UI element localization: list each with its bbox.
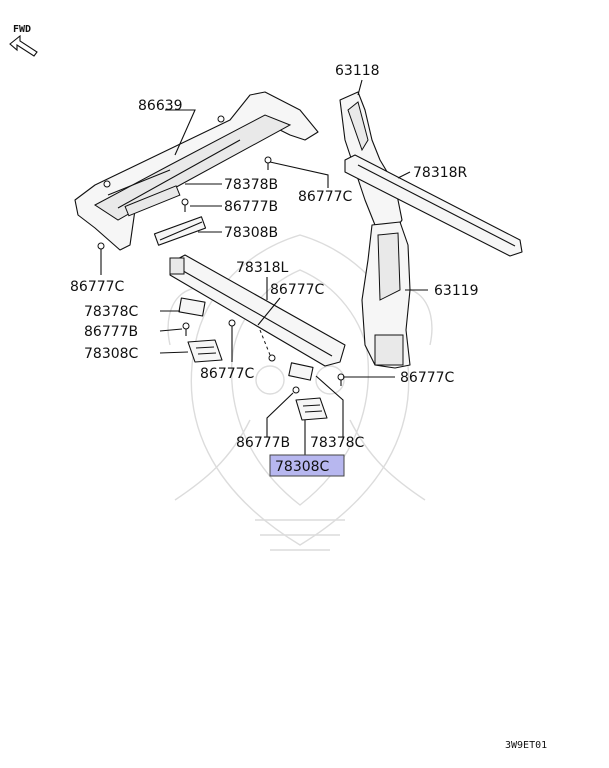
part-78318r-bar — [344, 154, 523, 257]
leader-lines — [100, 79, 428, 455]
label-86777c-left[interactable]: 86777C — [70, 279, 125, 295]
screw-icon — [182, 322, 190, 336]
screw-icon — [292, 386, 300, 394]
part-78308b — [153, 216, 207, 246]
highlight-box — [269, 454, 345, 477]
label-78378b[interactable]: 78378B — [224, 177, 278, 193]
label-78318r[interactable]: 78318R — [413, 165, 468, 181]
part-86639-trim — [74, 91, 319, 251]
label-86639[interactable]: 86639 — [138, 98, 183, 114]
label-86777c-right[interactable]: 86777C — [400, 370, 455, 386]
label-86777c-mid[interactable]: 86777C — [270, 282, 325, 298]
fwd-label: FWD — [13, 24, 31, 35]
fwd-arrow-icon — [9, 34, 38, 57]
part-63119-pillar — [361, 221, 411, 369]
screw-icon — [264, 156, 272, 170]
part-78378c-left — [178, 297, 206, 317]
label-63119[interactable]: 63119 — [434, 283, 479, 299]
label-86777b-bottom[interactable]: 86777B — [236, 435, 290, 451]
screw-icon — [97, 242, 105, 262]
part-78378c-bottom — [288, 362, 314, 381]
label-86777b-left[interactable]: 86777B — [84, 324, 138, 340]
label-63118[interactable]: 63118 — [335, 63, 380, 79]
diagram-code: 3W9ET01 — [505, 740, 547, 751]
label-86777c-low[interactable]: 86777C — [200, 366, 255, 382]
screw-icon — [268, 354, 276, 362]
part-78308c-left — [187, 339, 223, 363]
label-86777c-top[interactable]: 86777C — [298, 189, 353, 205]
part-78308c-bottom — [295, 397, 328, 421]
screw-icon — [228, 319, 236, 340]
label-78308c-highlight[interactable]: 78308C — [275, 459, 330, 475]
label-86777b-top[interactable]: 86777B — [224, 199, 278, 215]
label-78378c-bottom[interactable]: 78378C — [310, 435, 365, 451]
label-78318l[interactable]: 78318L — [236, 260, 289, 276]
label-78308c-left[interactable]: 78308C — [84, 346, 139, 362]
label-78378c-left[interactable]: 78378C — [84, 304, 139, 320]
screw-icon — [337, 373, 345, 386]
label-78308b[interactable]: 78308B — [224, 225, 278, 241]
part-labels[interactable]: 86639 63118 78378B 78318R 86777B 86777C … — [70, 63, 479, 475]
part-78318l-bar — [169, 254, 346, 367]
fwd-indicator: FWD — [9, 24, 38, 57]
screws — [97, 156, 345, 394]
screw-icon — [181, 198, 189, 212]
